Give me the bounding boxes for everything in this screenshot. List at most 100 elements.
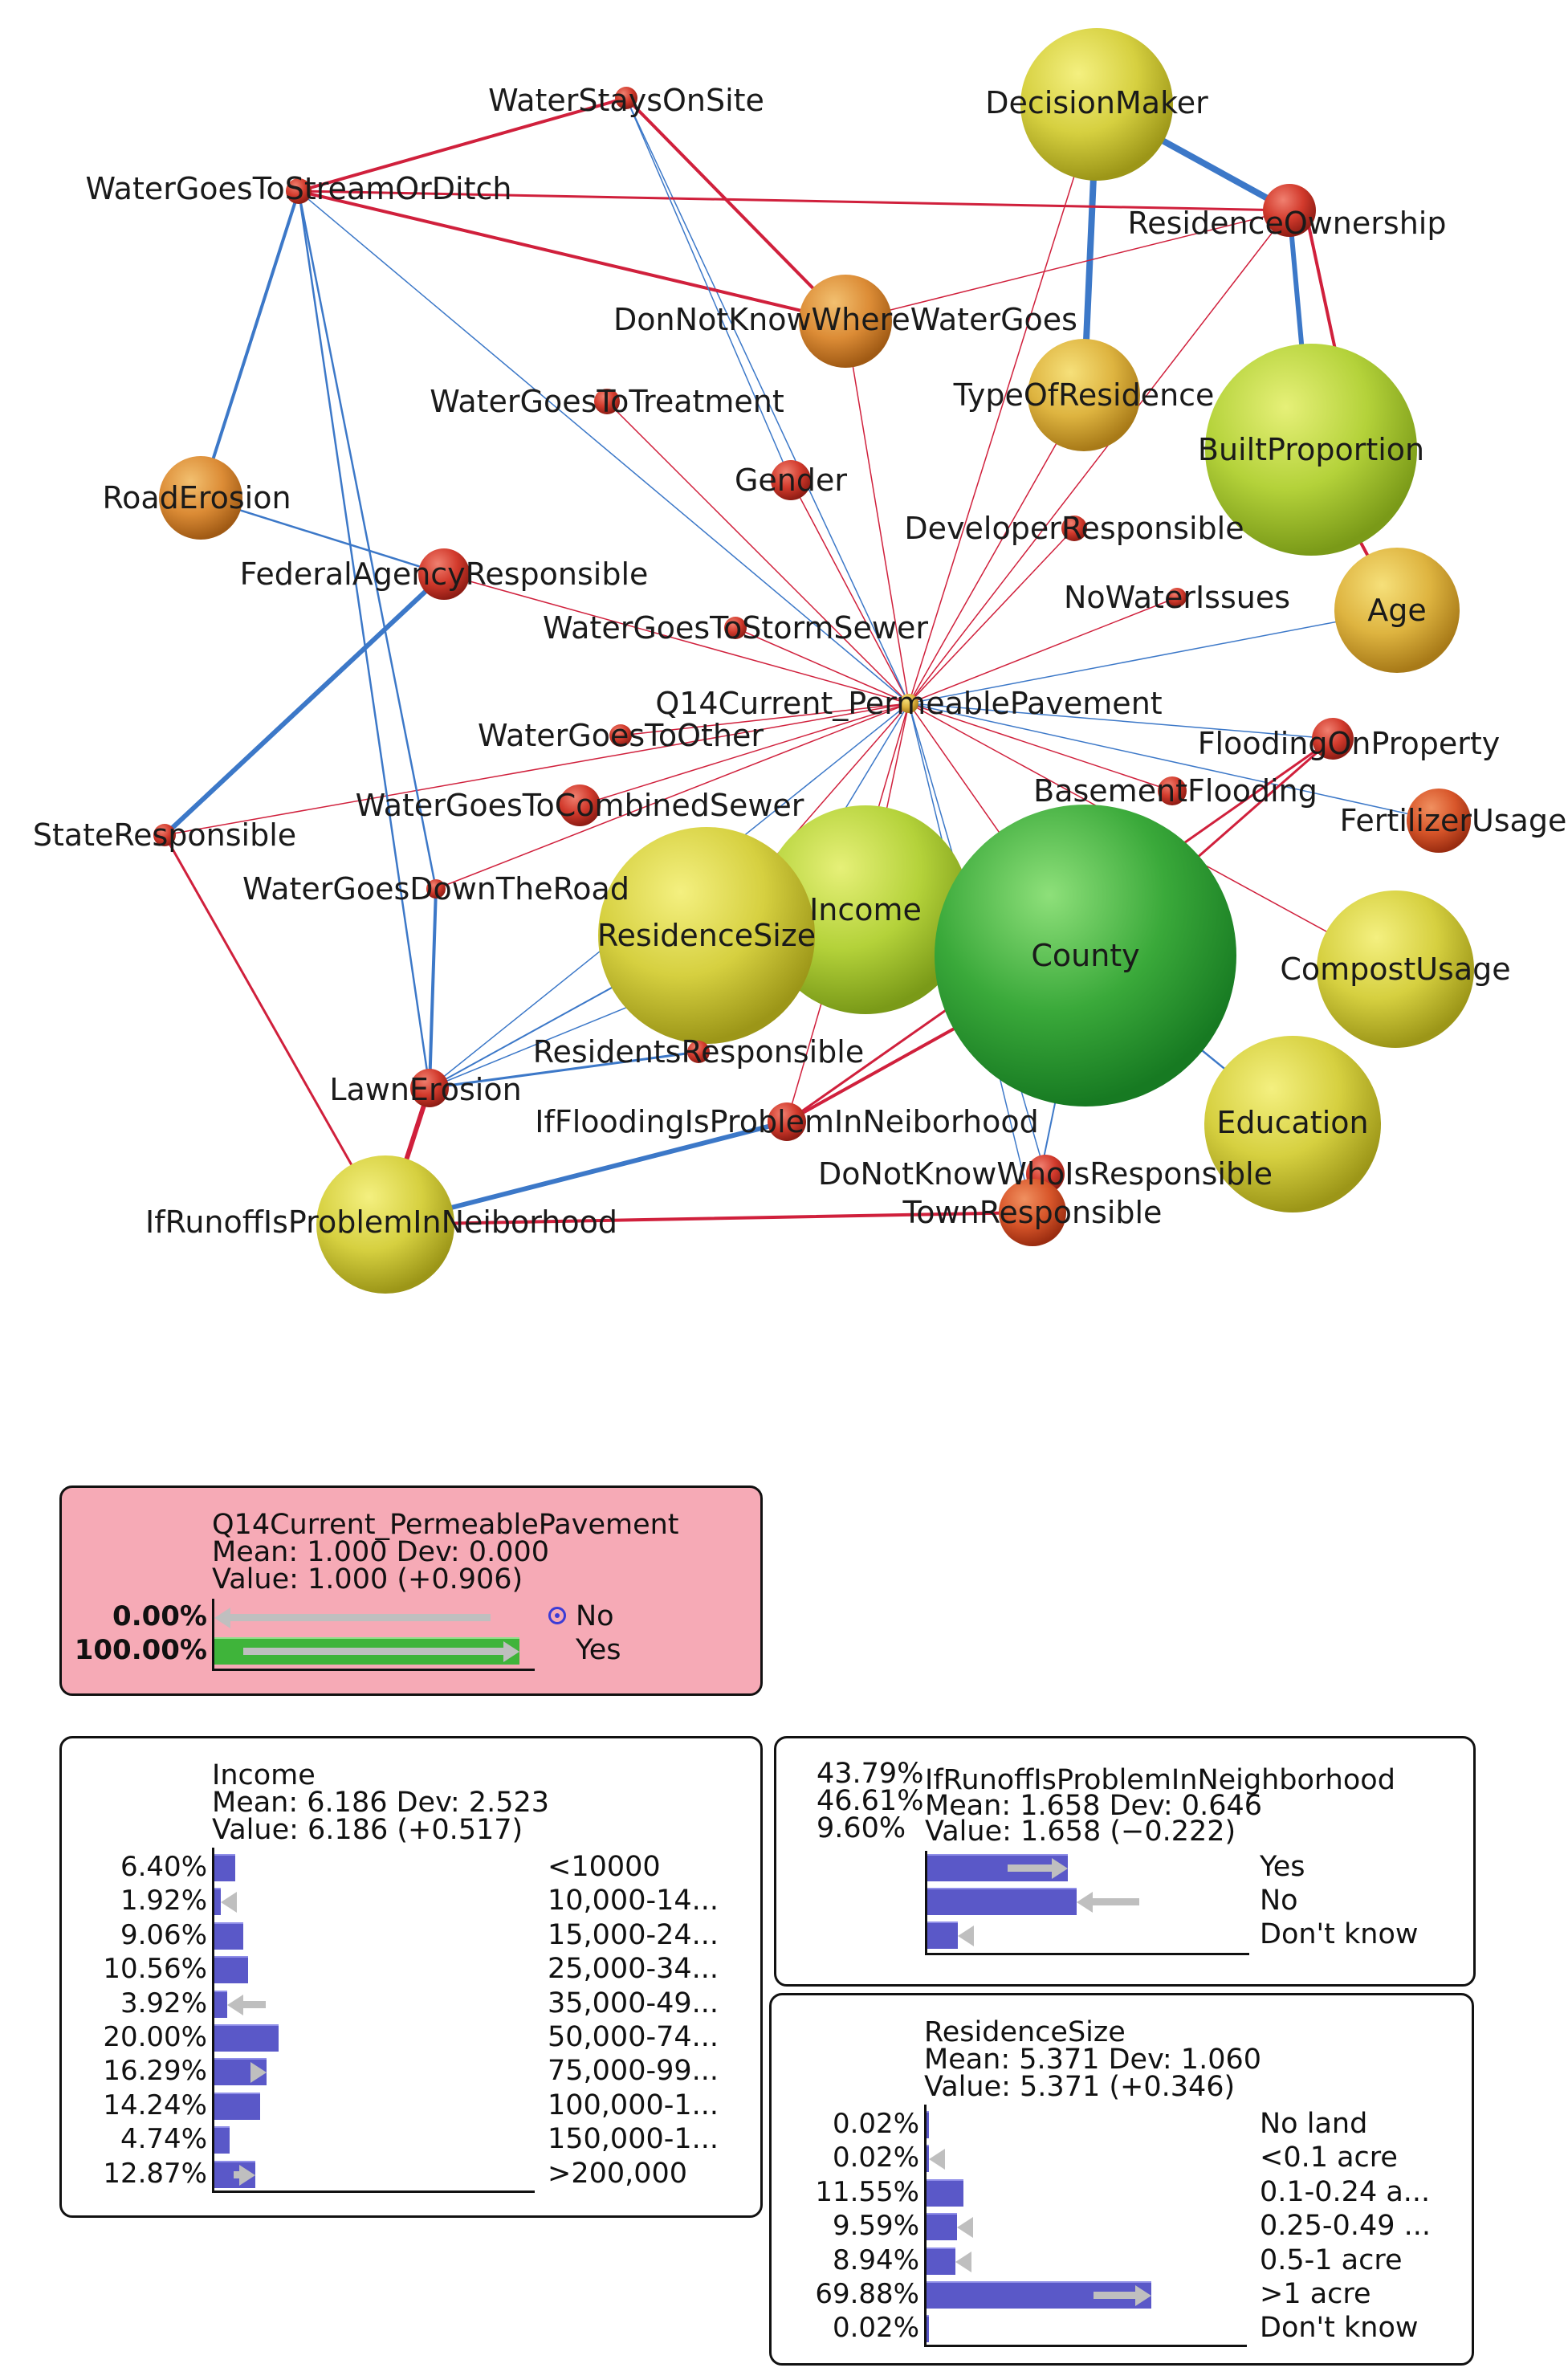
node-label-NoWaterIssues: NoWaterIssues	[1064, 580, 1290, 615]
node-FederalAgencyResponsible[interactable]	[418, 548, 470, 600]
residence-row[interactable]: 0.02%No land	[772, 2108, 1472, 2142]
node-IfRunoffIsProblemInNeiborhood[interactable]	[316, 1155, 454, 1294]
income-row[interactable]: 6.40%<10000	[62, 1851, 760, 1885]
income-bar	[214, 1990, 227, 2018]
node-DecisionMaker[interactable]	[1020, 28, 1173, 181]
residence-row[interactable]: 0.02%<0.1 acre	[772, 2142, 1472, 2175]
edge-Q14Current_PermeablePavement-WaterGoesToOther	[620, 703, 910, 736]
runoff-row[interactable]: Yes	[776, 1851, 1473, 1885]
edge-Q14Current_PermeablePavement-FederalAgencyResponsible	[443, 573, 910, 704]
node-WaterGoesToStreamOrDitch[interactable]	[286, 178, 312, 204]
residence-row[interactable]: 0.02%Don't know	[772, 2312, 1472, 2345]
node-ResidenceOwnership[interactable]	[1263, 184, 1316, 237]
node-Income[interactable]	[761, 805, 970, 1014]
node-WaterGoesToTreatment[interactable]	[594, 389, 620, 414]
income-arrow-head	[226, 1994, 243, 2015]
node-Q14Current_PermeablePavement[interactable]	[899, 694, 918, 713]
residence-state-label: >1 acre	[1260, 2278, 1371, 2310]
node-label-WaterGoesToOther: WaterGoesToOther	[478, 718, 764, 753]
edge-Q14Current_PermeablePavement-WaterGoesToCombinedSewer	[579, 703, 910, 806]
q14-row[interactable]: 100.00%Yes	[62, 1634, 760, 1668]
runoff-arrow-head	[1052, 1858, 1069, 1879]
node-Gender[interactable]	[771, 460, 811, 500]
q14-row[interactable]: 0.00%No	[62, 1600, 760, 1634]
node-TownResponsible[interactable]	[999, 1179, 1066, 1246]
node-FertilizerUsage[interactable]	[1407, 789, 1471, 853]
node-ResidentsResponsible[interactable]	[687, 1041, 710, 1063]
income-monitor-panel[interactable]: Income Mean: 6.186 Dev: 2.523 Value: 6.1…	[59, 1736, 763, 2218]
node-StateResponsible[interactable]	[153, 824, 176, 846]
edge-Q14Current_PermeablePavement-StateResponsible	[164, 703, 910, 836]
edge-Q14Current_PermeablePavement-WaterGoesToStormSewer	[735, 627, 910, 704]
runoff-row[interactable]: No	[776, 1885, 1473, 1918]
runoff-row[interactable]: Don't know	[776, 1918, 1473, 1952]
node-LawnErosion[interactable]	[410, 1069, 449, 1107]
node-WaterStaysOnSite[interactable]	[615, 87, 637, 109]
node-WaterGoesToOther[interactable]	[609, 724, 632, 747]
residence-row[interactable]: 11.55%0.1-0.24 a...	[772, 2176, 1472, 2210]
income-row[interactable]: 14.24%100,000-1...	[62, 2089, 760, 2123]
income-row[interactable]: 16.29%75,000-99...	[62, 2055, 760, 2089]
income-title: Income	[212, 1759, 316, 1791]
node-County[interactable]	[935, 805, 1236, 1106]
residence-pct: 0.02%	[832, 2312, 919, 2345]
edge-Q14Current_PermeablePavement-WaterGoesDownTheRoad	[435, 703, 910, 890]
residence-bar	[927, 2178, 964, 2207]
income-bar	[214, 2092, 260, 2120]
node-CompostUsage[interactable]	[1317, 890, 1474, 1048]
residence-row[interactable]: 9.59%0.25-0.49 ...	[772, 2210, 1472, 2243]
node-WaterGoesToStormSewer[interactable]	[724, 617, 747, 639]
node-WaterGoesToCombinedSewer[interactable]	[559, 785, 601, 826]
runoff-monitor-panel[interactable]: 43.79% 46.61% 9.60% IfRunoffIsProblemInN…	[774, 1736, 1476, 1987]
edge-Q14Current_PermeablePavement-WaterGoesToStreamOrDitch	[298, 190, 910, 704]
residence-bar	[927, 2111, 929, 2138]
node-TypeOfResidence[interactable]	[1028, 339, 1140, 451]
edge-ResidenceOwnership-DonNotKnowWhereWaterGoes	[845, 210, 1290, 322]
income-row[interactable]: 9.06%15,000-24...	[62, 1919, 760, 1953]
q14-pct: 100.00%	[74, 1634, 207, 1666]
runoff-pct-no: 46.61%	[817, 1785, 924, 1817]
income-row[interactable]: 4.74%150,000-1...	[62, 2123, 760, 2157]
node-label-FertilizerUsage: FertilizerUsage	[1340, 803, 1567, 838]
node-Age[interactable]	[1334, 548, 1460, 673]
evidence-target-icon[interactable]	[548, 1607, 566, 1624]
residence-pct: 9.59%	[832, 2210, 919, 2243]
node-label-LawnErosion: LawnErosion	[329, 1072, 521, 1107]
node-BuiltProportion[interactable]	[1205, 344, 1417, 556]
income-row[interactable]: 20.00%50,000-74...	[62, 2021, 760, 2055]
q14-monitor-panel[interactable]: Q14Current_PermeablePavement Mean: 1.000…	[59, 1485, 763, 1696]
residence-row[interactable]: 69.88%>1 acre	[772, 2278, 1472, 2312]
q14-state-label: No	[576, 1600, 614, 1632]
edge-Q14Current_PermeablePavement-DecisionMaker	[908, 104, 1098, 704]
residence-arrow-head	[1134, 2285, 1151, 2306]
residencesize-monitor-panel[interactable]: ResidenceSize Mean: 5.371 Dev: 1.060 Val…	[769, 1993, 1474, 2366]
residence-row[interactable]: 8.94%0.5-1 acre	[772, 2244, 1472, 2278]
node-ResidenceSize[interactable]	[598, 827, 815, 1044]
node-DonNotKnowWhereWaterGoes[interactable]	[799, 275, 892, 368]
income-state-label: >200,000	[548, 2157, 688, 2190]
residence-bar	[927, 2315, 929, 2343]
income-pct: 14.24%	[103, 2089, 207, 2121]
node-label-BuiltProportion: BuiltProportion	[1198, 432, 1424, 467]
node-Education[interactable]	[1204, 1036, 1381, 1212]
runoff-state-label: Don't know	[1260, 1918, 1419, 1950]
income-row[interactable]: 3.92%35,000-49...	[62, 1987, 760, 2021]
node-DeveloperResponsible[interactable]	[1061, 516, 1087, 541]
node-FloodingOnProperty[interactable]	[1312, 718, 1354, 760]
runoff-bar	[927, 1922, 959, 1949]
income-row[interactable]: 10.56%25,000-34...	[62, 1953, 760, 1987]
edge-WaterGoesToStreamOrDitch-ResidenceOwnership	[297, 190, 1291, 212]
edge-Q14Current_PermeablePavement-BasementFlooding	[908, 703, 1173, 792]
node-NoWaterIssues[interactable]	[1167, 588, 1187, 607]
income-row[interactable]: 1.92%10,000-14...	[62, 1885, 760, 1918]
edge-layer	[162, 96, 1440, 1227]
node-BasementFlooding[interactable]	[1158, 776, 1187, 805]
node-label-WaterStaysOnSite: WaterStaysOnSite	[488, 83, 764, 118]
node-WaterGoesDownTheRoad[interactable]	[426, 879, 446, 899]
node-IfFloodingIsProblemInNeiborhood[interactable]	[768, 1102, 806, 1141]
income-row[interactable]: 12.87%>200,000	[62, 2158, 760, 2191]
edge-WaterGoesToStreamOrDitch-WaterGoesDownTheRoad	[297, 190, 438, 890]
residence-value: Value: 5.371 (+0.346)	[924, 2071, 1236, 2103]
node-label-Education: Education	[1216, 1105, 1368, 1140]
node-RoadErosion[interactable]	[159, 456, 242, 540]
